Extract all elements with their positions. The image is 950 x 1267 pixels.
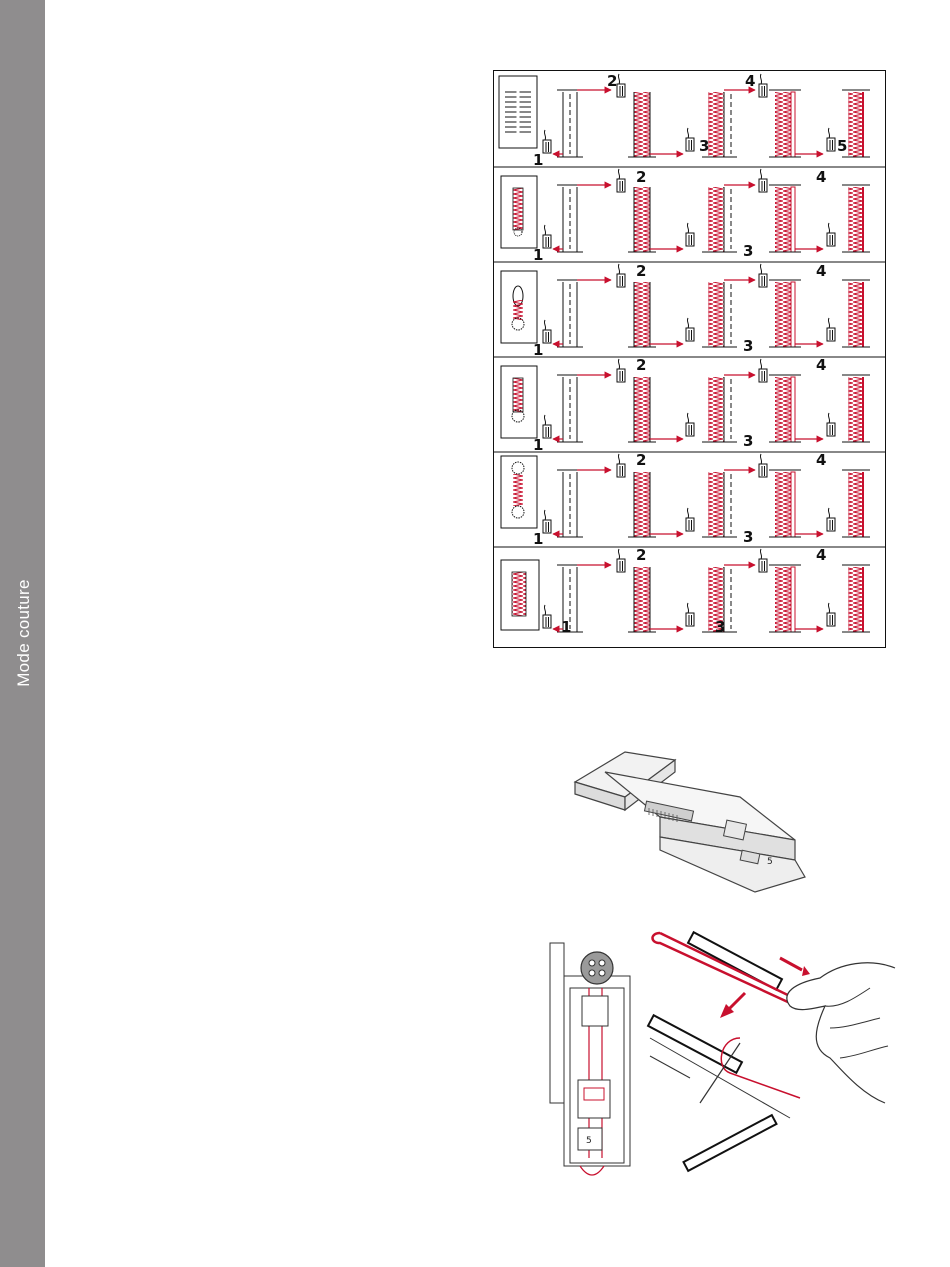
step-3-label: 3 [743, 432, 753, 450]
step-5-label: 5 [837, 137, 847, 155]
buttonhole-thread-illustration: 5 [540, 928, 900, 1188]
step-4-label: 4 [816, 451, 826, 469]
step-3-label: 3 [743, 528, 753, 546]
hand-illustration [787, 963, 895, 1103]
step-1-label: 1 [533, 341, 543, 359]
foot-number-label: 5 [586, 1136, 592, 1146]
foot-top-view: 5 [550, 943, 630, 1175]
step-4-label: 4 [745, 72, 755, 90]
buttonhole-sequence-diagram: 1 2 3 4 5 1 2 3 4 1 2 3 4 [493, 70, 886, 648]
step-2-label: 2 [636, 356, 646, 374]
step-1-label: 1 [533, 151, 543, 169]
chapter-side-tab: Mode couture [0, 0, 45, 1267]
foot-number-label: 5 [767, 857, 773, 867]
step-2-label: 2 [636, 262, 646, 280]
step-3-label: 3 [715, 618, 725, 636]
buttonhole-sequence-panel: 1 2 3 4 5 1 2 3 4 1 2 3 4 [493, 70, 886, 648]
step-1-label: 1 [533, 436, 543, 454]
step-2-label: 2 [636, 168, 646, 186]
step-3-label: 3 [743, 242, 753, 260]
step-1-label: 1 [533, 246, 543, 264]
step-4-label: 4 [816, 356, 826, 374]
step-3-label: 3 [699, 137, 709, 155]
step-2-label: 2 [636, 546, 646, 564]
step-1-label: 1 [533, 530, 543, 548]
step-3-label: 3 [743, 337, 753, 355]
step-2-label: 2 [607, 72, 617, 90]
fabric-with-buttonholes [648, 932, 810, 1171]
buttonhole-foot-illustration: 5 [565, 742, 815, 907]
presser-foot-image: 5 [565, 742, 815, 902]
step-4-label: 4 [816, 262, 826, 280]
step-1-label: 1 [561, 618, 571, 636]
step-4-label: 4 [816, 546, 826, 564]
gimp-thread-image: 5 [540, 928, 900, 1183]
step-2-label: 2 [636, 451, 646, 469]
chapter-label: Mode couture [14, 579, 34, 687]
step-4-label: 4 [816, 168, 826, 186]
